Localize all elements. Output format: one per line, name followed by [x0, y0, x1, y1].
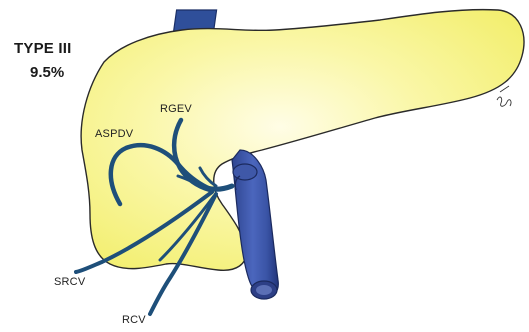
portal-vein-top-end — [233, 164, 257, 180]
type-percentage: 9.5% — [30, 64, 64, 81]
gastrocolic-trunk — [206, 186, 232, 189]
type-title: TYPE III — [14, 40, 71, 57]
label-rgev: RGEV — [160, 103, 192, 115]
pancreas — [81, 10, 524, 271]
label-srcv: SRCV — [54, 276, 85, 288]
label-rcv: RCV — [122, 314, 146, 326]
artist-signature — [497, 86, 511, 106]
label-aspdv: ASPDV — [95, 128, 133, 140]
